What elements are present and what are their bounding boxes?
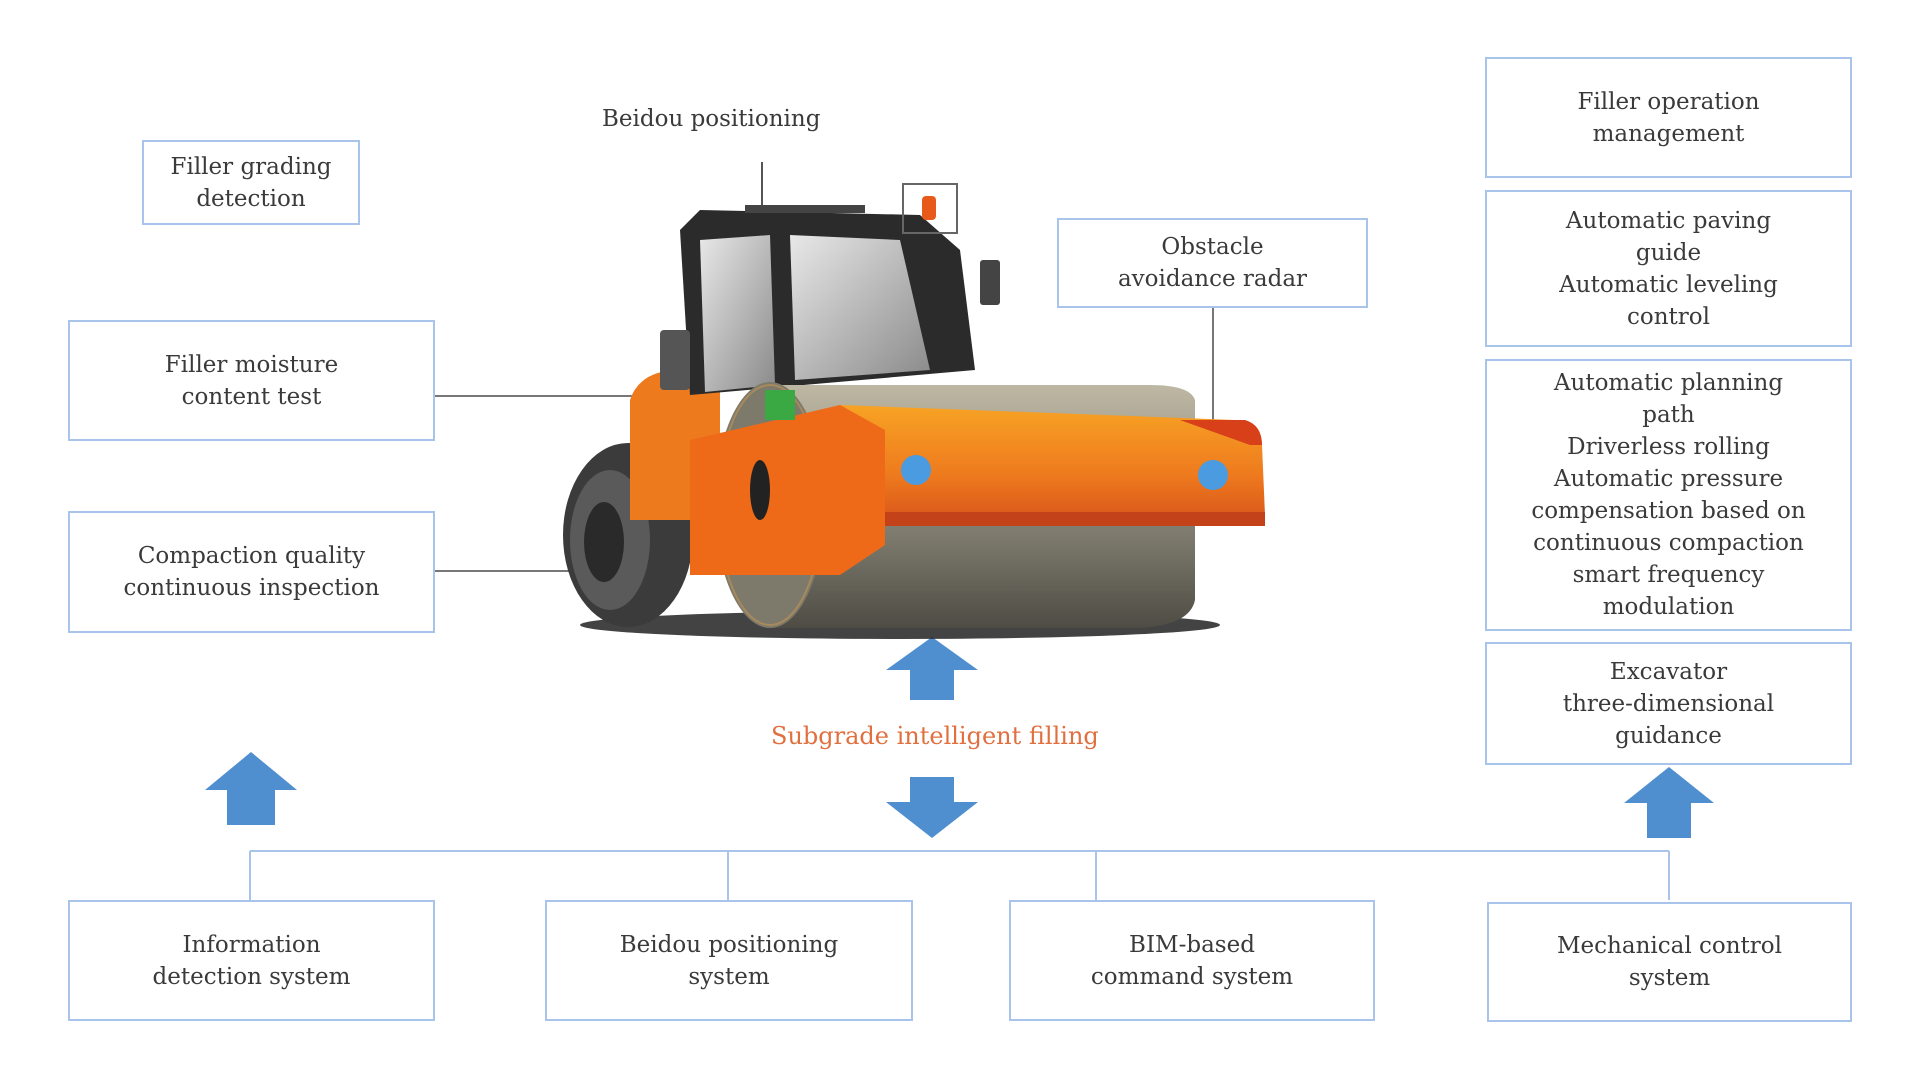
right-box-excavator: Excavator three-dimensional guidance (1485, 642, 1852, 765)
left-box-moisture: Filler moisture content test (68, 320, 435, 441)
box-line: Compaction quality (137, 543, 366, 569)
radar-sensor-icon (901, 455, 931, 485)
obstacle-radar-box: Obstacle avoidance radar (1057, 218, 1368, 308)
box-line: continuous compaction (1533, 530, 1804, 556)
box-line: Automatic paving (1565, 207, 1772, 234)
box-line: smart frequency (1572, 562, 1765, 588)
box-line: management (1592, 120, 1745, 147)
beacon-frame (902, 183, 958, 234)
box-line: guide (1635, 239, 1702, 266)
beacon-light-icon (922, 196, 936, 220)
box-line: content test (181, 383, 322, 410)
left-box-compaction: Compaction quality continuous inspection (68, 511, 435, 633)
arrow-down-icon (886, 777, 978, 838)
front-frame (690, 390, 1265, 575)
box-line: Automatic planning (1553, 370, 1784, 396)
box-line: detection (196, 185, 306, 212)
box-line: Automatic pressure (1553, 466, 1784, 492)
bottom-box-bim: BIM-based command system (1009, 900, 1375, 1021)
bottom-box-information: Information detection system (68, 900, 435, 1021)
box-line: path (1642, 402, 1695, 428)
left-box-grading: Filler grading detection (142, 140, 360, 225)
center-title: Subgrade intelligent filling (771, 722, 1099, 750)
box-line: BIM-based (1129, 931, 1255, 958)
bottom-box-beidou: Beidou positioning system (545, 900, 913, 1021)
box-line: system (1628, 965, 1711, 991)
box-line: system (688, 963, 770, 990)
moisture-sensor-icon (765, 390, 795, 420)
box-line: Mechanical control (1557, 933, 1782, 959)
radar-sensor-icon (1198, 460, 1228, 490)
box-line: modulation (1602, 594, 1735, 620)
right-box-paving: Automatic paving guide Automatic levelin… (1485, 190, 1852, 347)
box-line: three-dimensional (1562, 690, 1775, 717)
box-line: control (1627, 303, 1710, 330)
box-line: Filler moisture (164, 351, 339, 378)
box-line: detection system (152, 963, 351, 990)
box-line: Filler grading (170, 153, 332, 180)
box-line: Excavator (1609, 658, 1728, 685)
arrow-up-icon (205, 752, 297, 825)
arrow-up-icon (1624, 767, 1714, 838)
box-line: Filler operation (1577, 88, 1760, 115)
cab (660, 205, 1000, 395)
box-line: Driverless rolling (1567, 434, 1770, 460)
box-line: Automatic leveling (1559, 271, 1778, 298)
box-line: Beidou positioning (619, 931, 839, 958)
right-box-operation: Filler operation management (1485, 57, 1852, 178)
bottom-box-mechanical: Mechanical control system (1487, 902, 1852, 1022)
box-line: Information (182, 931, 321, 958)
box-line: avoidance radar (1117, 266, 1308, 292)
box-line: command system (1090, 963, 1294, 990)
box-line: guidance (1615, 722, 1722, 749)
box-line: continuous inspection (123, 575, 380, 601)
beidou-positioning-label: Beidou positioning (602, 106, 821, 132)
arrow-up-icon (886, 637, 978, 700)
box-line: compensation based on (1531, 498, 1806, 524)
box-line: Obstacle (1161, 234, 1264, 260)
right-box-planning: Automatic planning path Driverless rolli… (1485, 359, 1852, 631)
